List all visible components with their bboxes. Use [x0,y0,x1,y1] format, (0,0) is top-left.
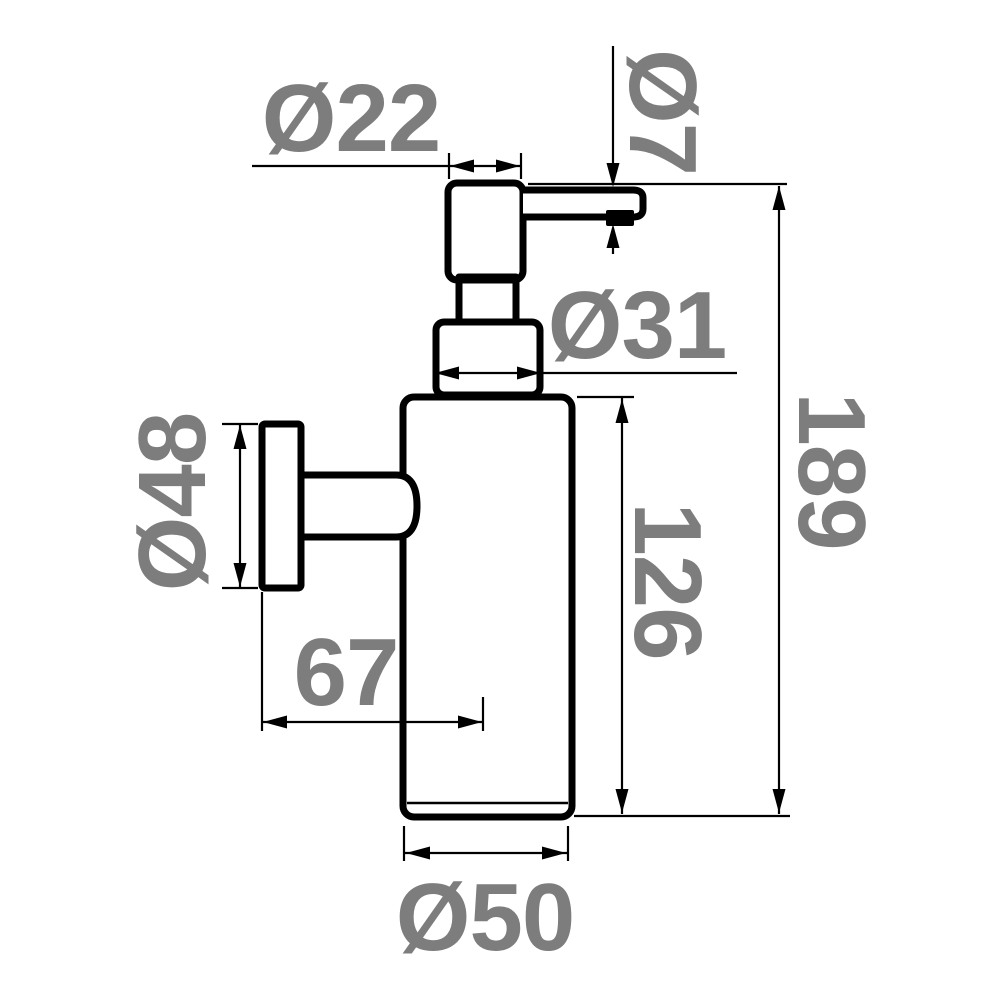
arrowhead-up [615,399,629,423]
pump-neck-outline [455,273,520,326]
dimension-wall-to-axis: 67 [260,592,485,731]
dimension-label-overall-height: 189 [778,392,885,549]
arrowhead-right [542,846,566,860]
arrowhead-down [233,563,247,587]
dimension-label-body-height: 126 [614,502,721,659]
arrowhead-up [772,186,786,210]
dimension-overall-height: 189 [528,182,885,814]
dimension-label-body-diameter: Ø50 [396,864,574,971]
dimension-label-pump-head-diameter: Ø22 [262,65,440,172]
dimension-label-wall-to-axis: 67 [294,619,399,726]
dimension-body-height: 126 [577,395,721,814]
wall-plate-outline [258,420,305,592]
spout-tip [606,210,634,226]
body-outline [399,393,576,821]
arrowhead-left [406,846,430,860]
dimension-label-spout-diameter: Ø7 [609,49,716,175]
arrowhead-up [606,224,620,248]
dimension-pump-head-diameter: Ø22 [252,65,523,179]
collar-outline [432,318,544,399]
dimension-label-collar-diameter: Ø31 [548,272,726,379]
arrowhead-down [772,789,786,813]
arrowhead-left [435,366,459,380]
arrowhead-down [615,789,629,813]
arrowhead-left [450,159,474,173]
arrowhead-right [496,159,520,173]
arrowhead-down [606,163,620,187]
arrowhead-right [517,366,541,380]
dispenser-outline [258,179,647,821]
dimension-body-diameter: Ø50 [396,826,575,971]
arrowhead-up [233,425,247,449]
dimension-spout-diameter: Ø7 [606,46,716,254]
arrowhead-left [263,715,287,729]
mounting-arm-outline [297,471,421,541]
dimension-wall-plate-diameter: Ø48 [119,413,258,591]
dimension-label-wall-plate-diameter: Ø48 [119,413,226,591]
dimension-collar-diameter: Ø31 [435,272,737,380]
arrowhead-right [458,715,482,729]
pump-head-outline [444,179,527,284]
